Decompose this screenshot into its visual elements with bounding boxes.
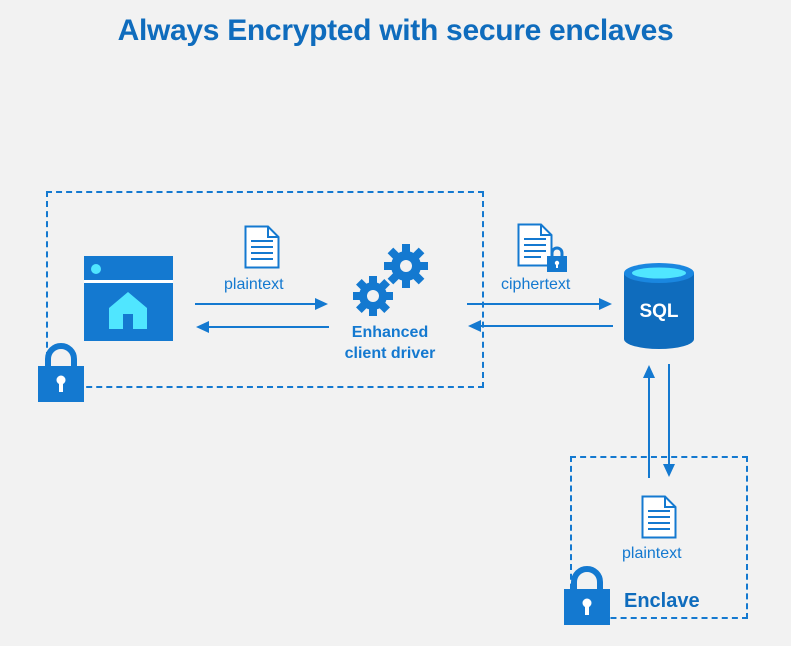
lock-icon (37, 342, 85, 402)
arrow-up (642, 364, 656, 478)
arrow-down (662, 364, 676, 478)
encrypted-document-icon (517, 223, 569, 273)
sql-label: SQL (639, 301, 679, 322)
driver-label-line1: Enhanced (351, 324, 429, 341)
diagram-title: Always Encrypted with secure enclaves (117, 14, 674, 47)
plaintext-label: plaintext (224, 276, 284, 293)
application-window-icon (84, 256, 173, 341)
gears-icon (350, 240, 432, 320)
enclave-label: Enclave (624, 590, 700, 612)
enclave-boundary (570, 456, 748, 619)
arrow-left (467, 319, 613, 333)
client-driver-label: Enhanced client driver (330, 322, 450, 364)
ciphertext-label: ciphertext (501, 276, 571, 293)
enclave-plaintext-label: plaintext (622, 545, 682, 562)
driver-label-line2: client driver (344, 345, 436, 362)
lock-icon (563, 565, 611, 625)
arrow-right (195, 297, 329, 311)
document-icon (244, 225, 280, 269)
sql-database-icon: SQL (624, 263, 694, 349)
arrow-right (467, 297, 613, 311)
arrow-left (195, 320, 329, 334)
client-boundary (46, 191, 484, 388)
document-icon (641, 495, 677, 539)
